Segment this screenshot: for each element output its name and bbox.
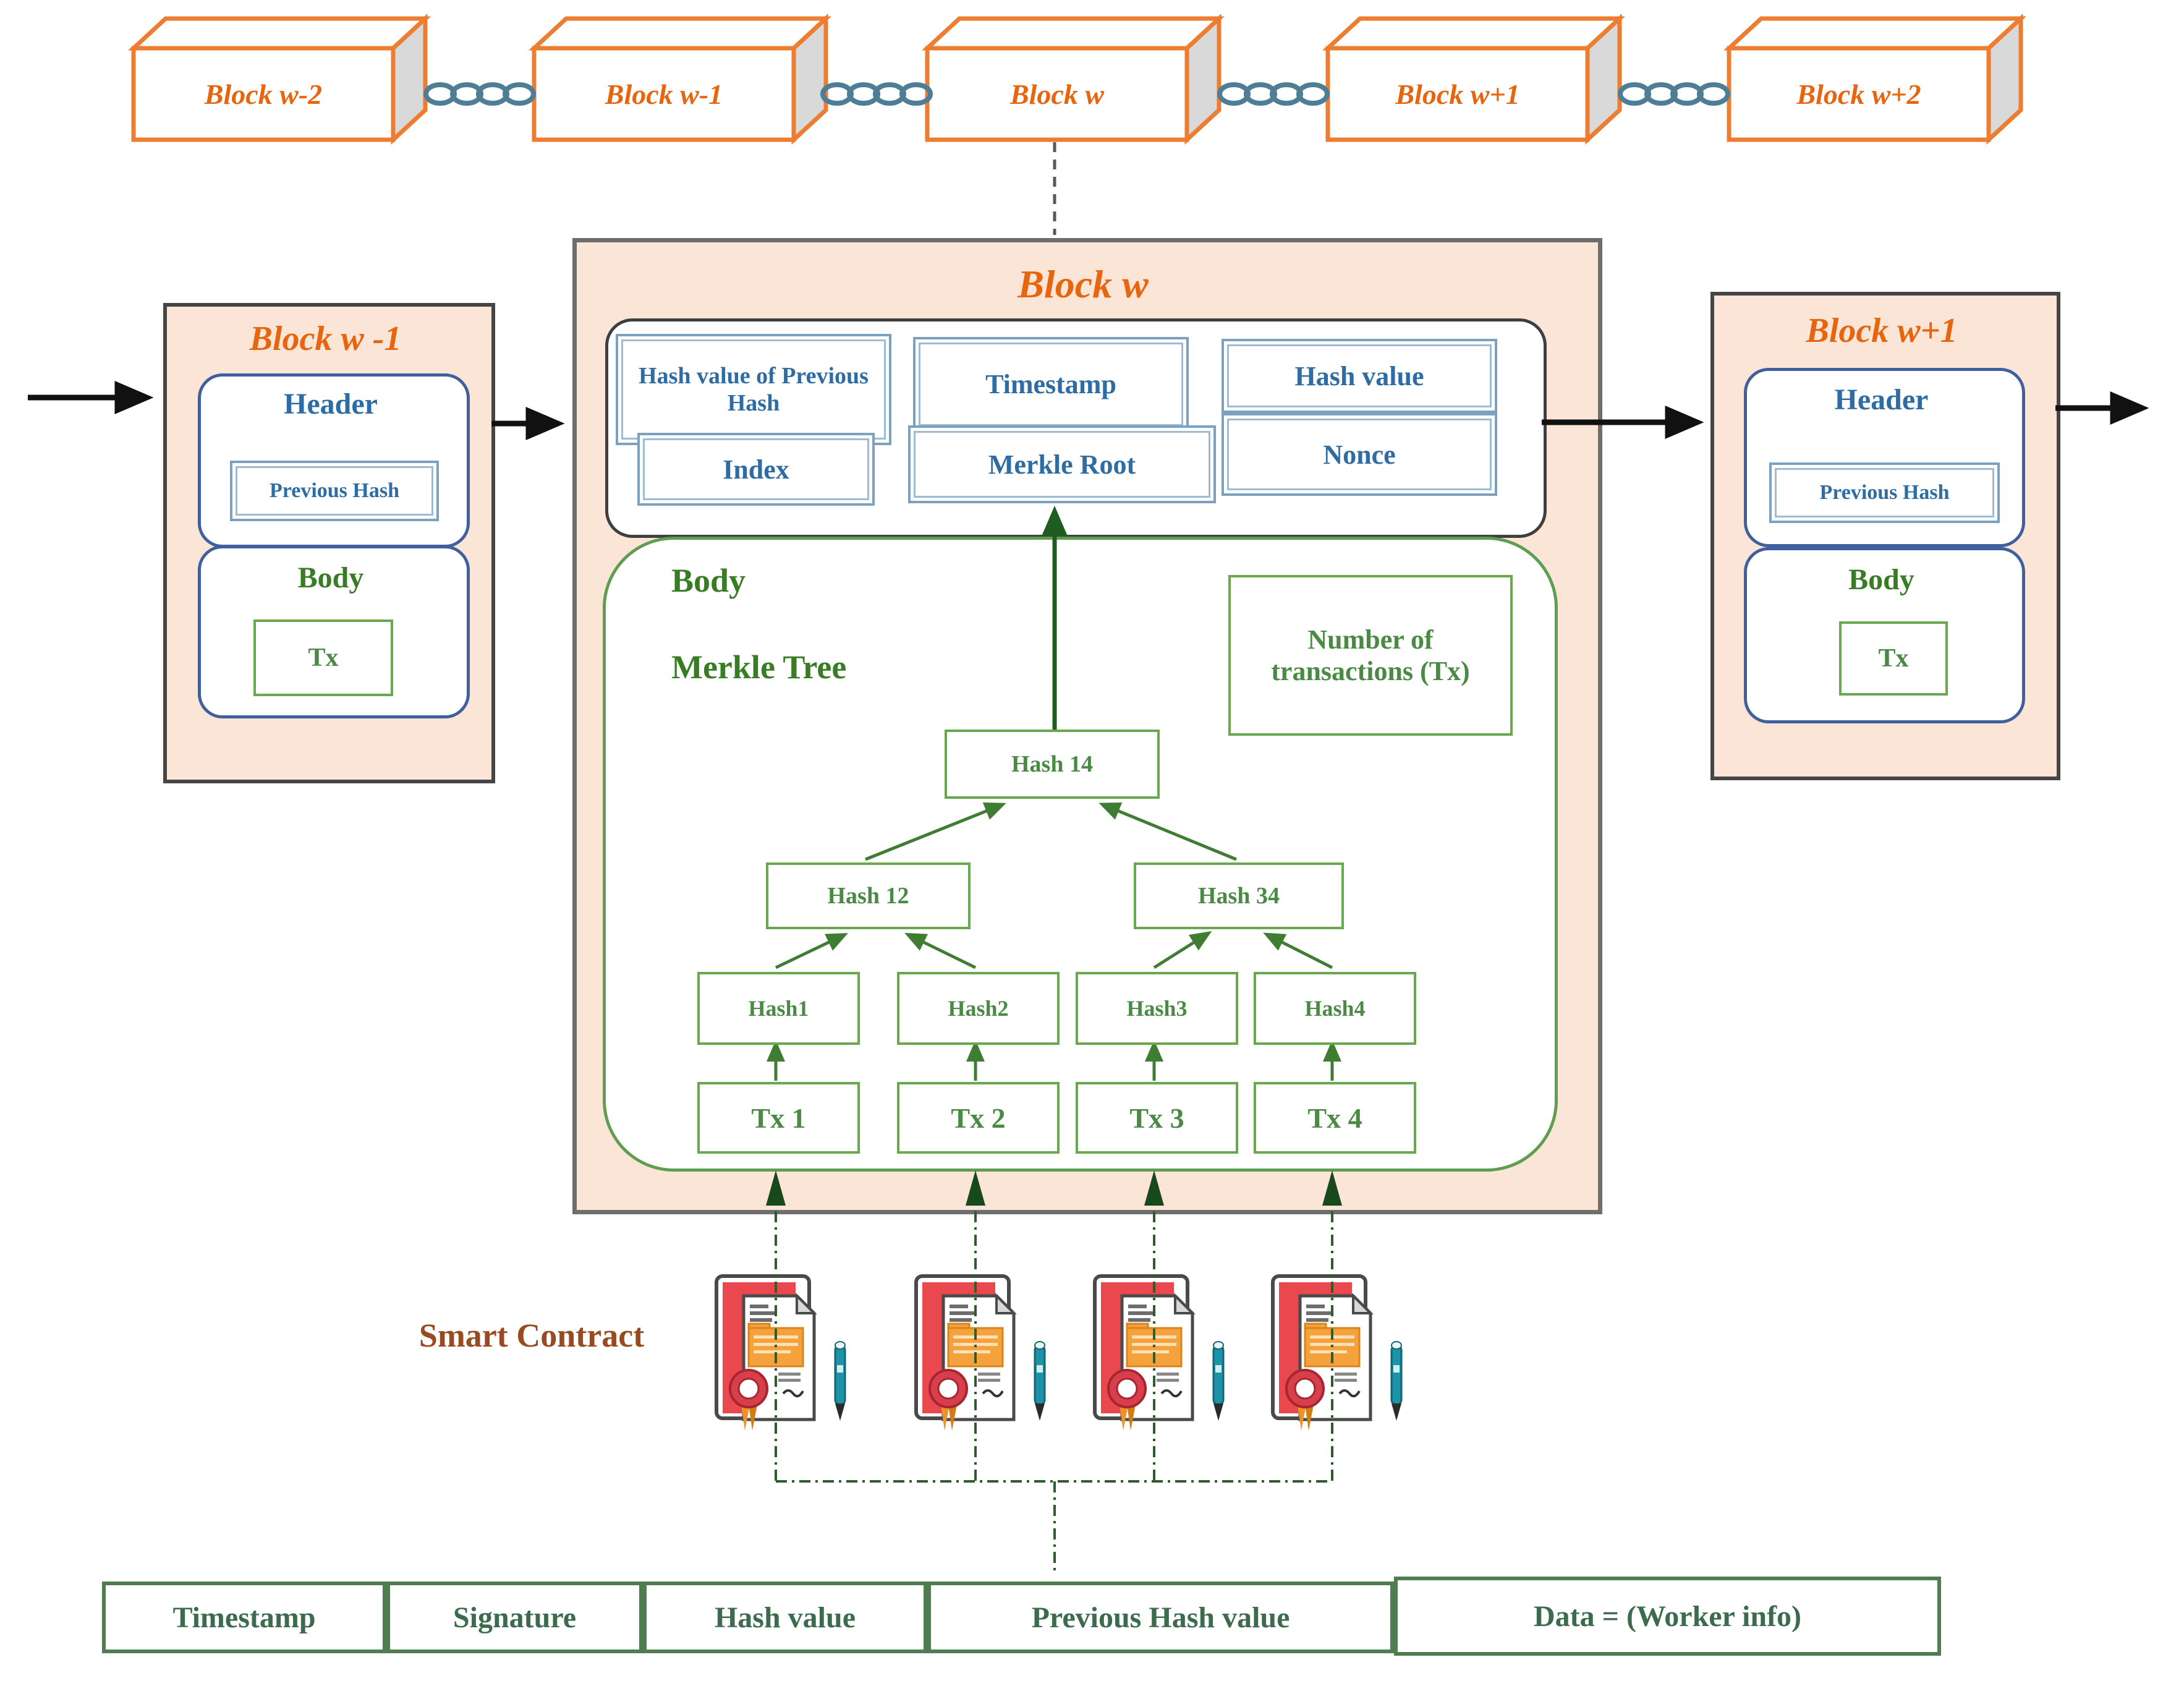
merkle-leaf-hash4: Hash4 xyxy=(1254,972,1416,1045)
transaction-box-tx2: Tx 2 xyxy=(897,1082,1060,1154)
transaction-box-tx3: Tx 3 xyxy=(1076,1082,1238,1154)
footer-cell-signature: Signature xyxy=(386,1582,643,1653)
block-prev-tx-box: Tx xyxy=(253,619,393,696)
footer-cell-data-worker-info: Data = (Worker info) xyxy=(1394,1577,1941,1656)
feed-arrowheads xyxy=(766,1170,1342,1206)
merkle-node-hash12: Hash 12 xyxy=(766,862,971,929)
merkle-node-hash34: Hash 34 xyxy=(1134,862,1344,929)
block-next-header-label: Header xyxy=(1834,383,1929,416)
block-next-previous-hash-box: Previous Hash xyxy=(1769,462,2000,523)
transaction-feed-lines xyxy=(775,1207,1333,1573)
header-field-nonce: Nonce xyxy=(1222,413,1497,496)
chain-block-label: Block w-2 xyxy=(204,78,323,110)
chain-block-label: Block w+1 xyxy=(1395,78,1520,110)
block-prev-header-label: Header xyxy=(284,387,378,420)
block-prev-title: Block w -1 xyxy=(249,319,402,358)
merkle-leaf-hash2: Hash2 xyxy=(897,972,1060,1045)
block-w-body-label: Body xyxy=(671,562,746,599)
merkle-root-arrow xyxy=(1042,506,1068,730)
num-transactions-box: Number of transactions (Tx) xyxy=(1228,575,1513,736)
merkle-tree-label: Merkle Tree xyxy=(671,649,847,686)
block-w-title: Block w xyxy=(1018,262,1149,306)
header-field-merkle-root: Merkle Root xyxy=(908,425,1216,503)
block-prev-previous-hash-box: Previous Hash xyxy=(230,461,439,521)
merkle-node-root: Hash 14 xyxy=(945,730,1160,799)
merkle-leaf-hash1: Hash1 xyxy=(697,972,860,1045)
block-next-tx-box: Tx xyxy=(1839,621,1948,696)
block-next-body-label: Body xyxy=(1848,563,1914,596)
transaction-box-tx1: Tx 1 xyxy=(697,1082,860,1154)
footer-cell-hash-value: Hash value xyxy=(643,1582,927,1653)
block-next-title: Block w+1 xyxy=(1806,311,1958,350)
footer-cell-timestamp: Timestamp xyxy=(102,1582,386,1653)
header-field-hash-value-of-previous-hash: Hash value of Previous Hash xyxy=(616,334,891,445)
smart-contract-label: Smart Contract xyxy=(419,1317,645,1354)
merkle-leaf-hash3: Hash3 xyxy=(1076,972,1238,1045)
chain-block-label: Block w xyxy=(1009,78,1105,110)
block-prev-body-label: Body xyxy=(297,561,364,594)
transaction-box-tx4: Tx 4 xyxy=(1254,1082,1416,1154)
footer-cell-previous-hash-value: Previous Hash value xyxy=(927,1582,1394,1653)
chain-flow-arrows xyxy=(28,381,2149,440)
header-field-hash-value: Hash value xyxy=(1222,339,1497,413)
chain-block-label: Block w+2 xyxy=(1796,78,1921,110)
chain-block-label: Block w-1 xyxy=(605,78,723,110)
merkle-tree-arrows xyxy=(767,802,1341,1081)
header-field-timestamp: Timestamp xyxy=(913,337,1189,432)
header-field-index: Index xyxy=(637,433,875,506)
